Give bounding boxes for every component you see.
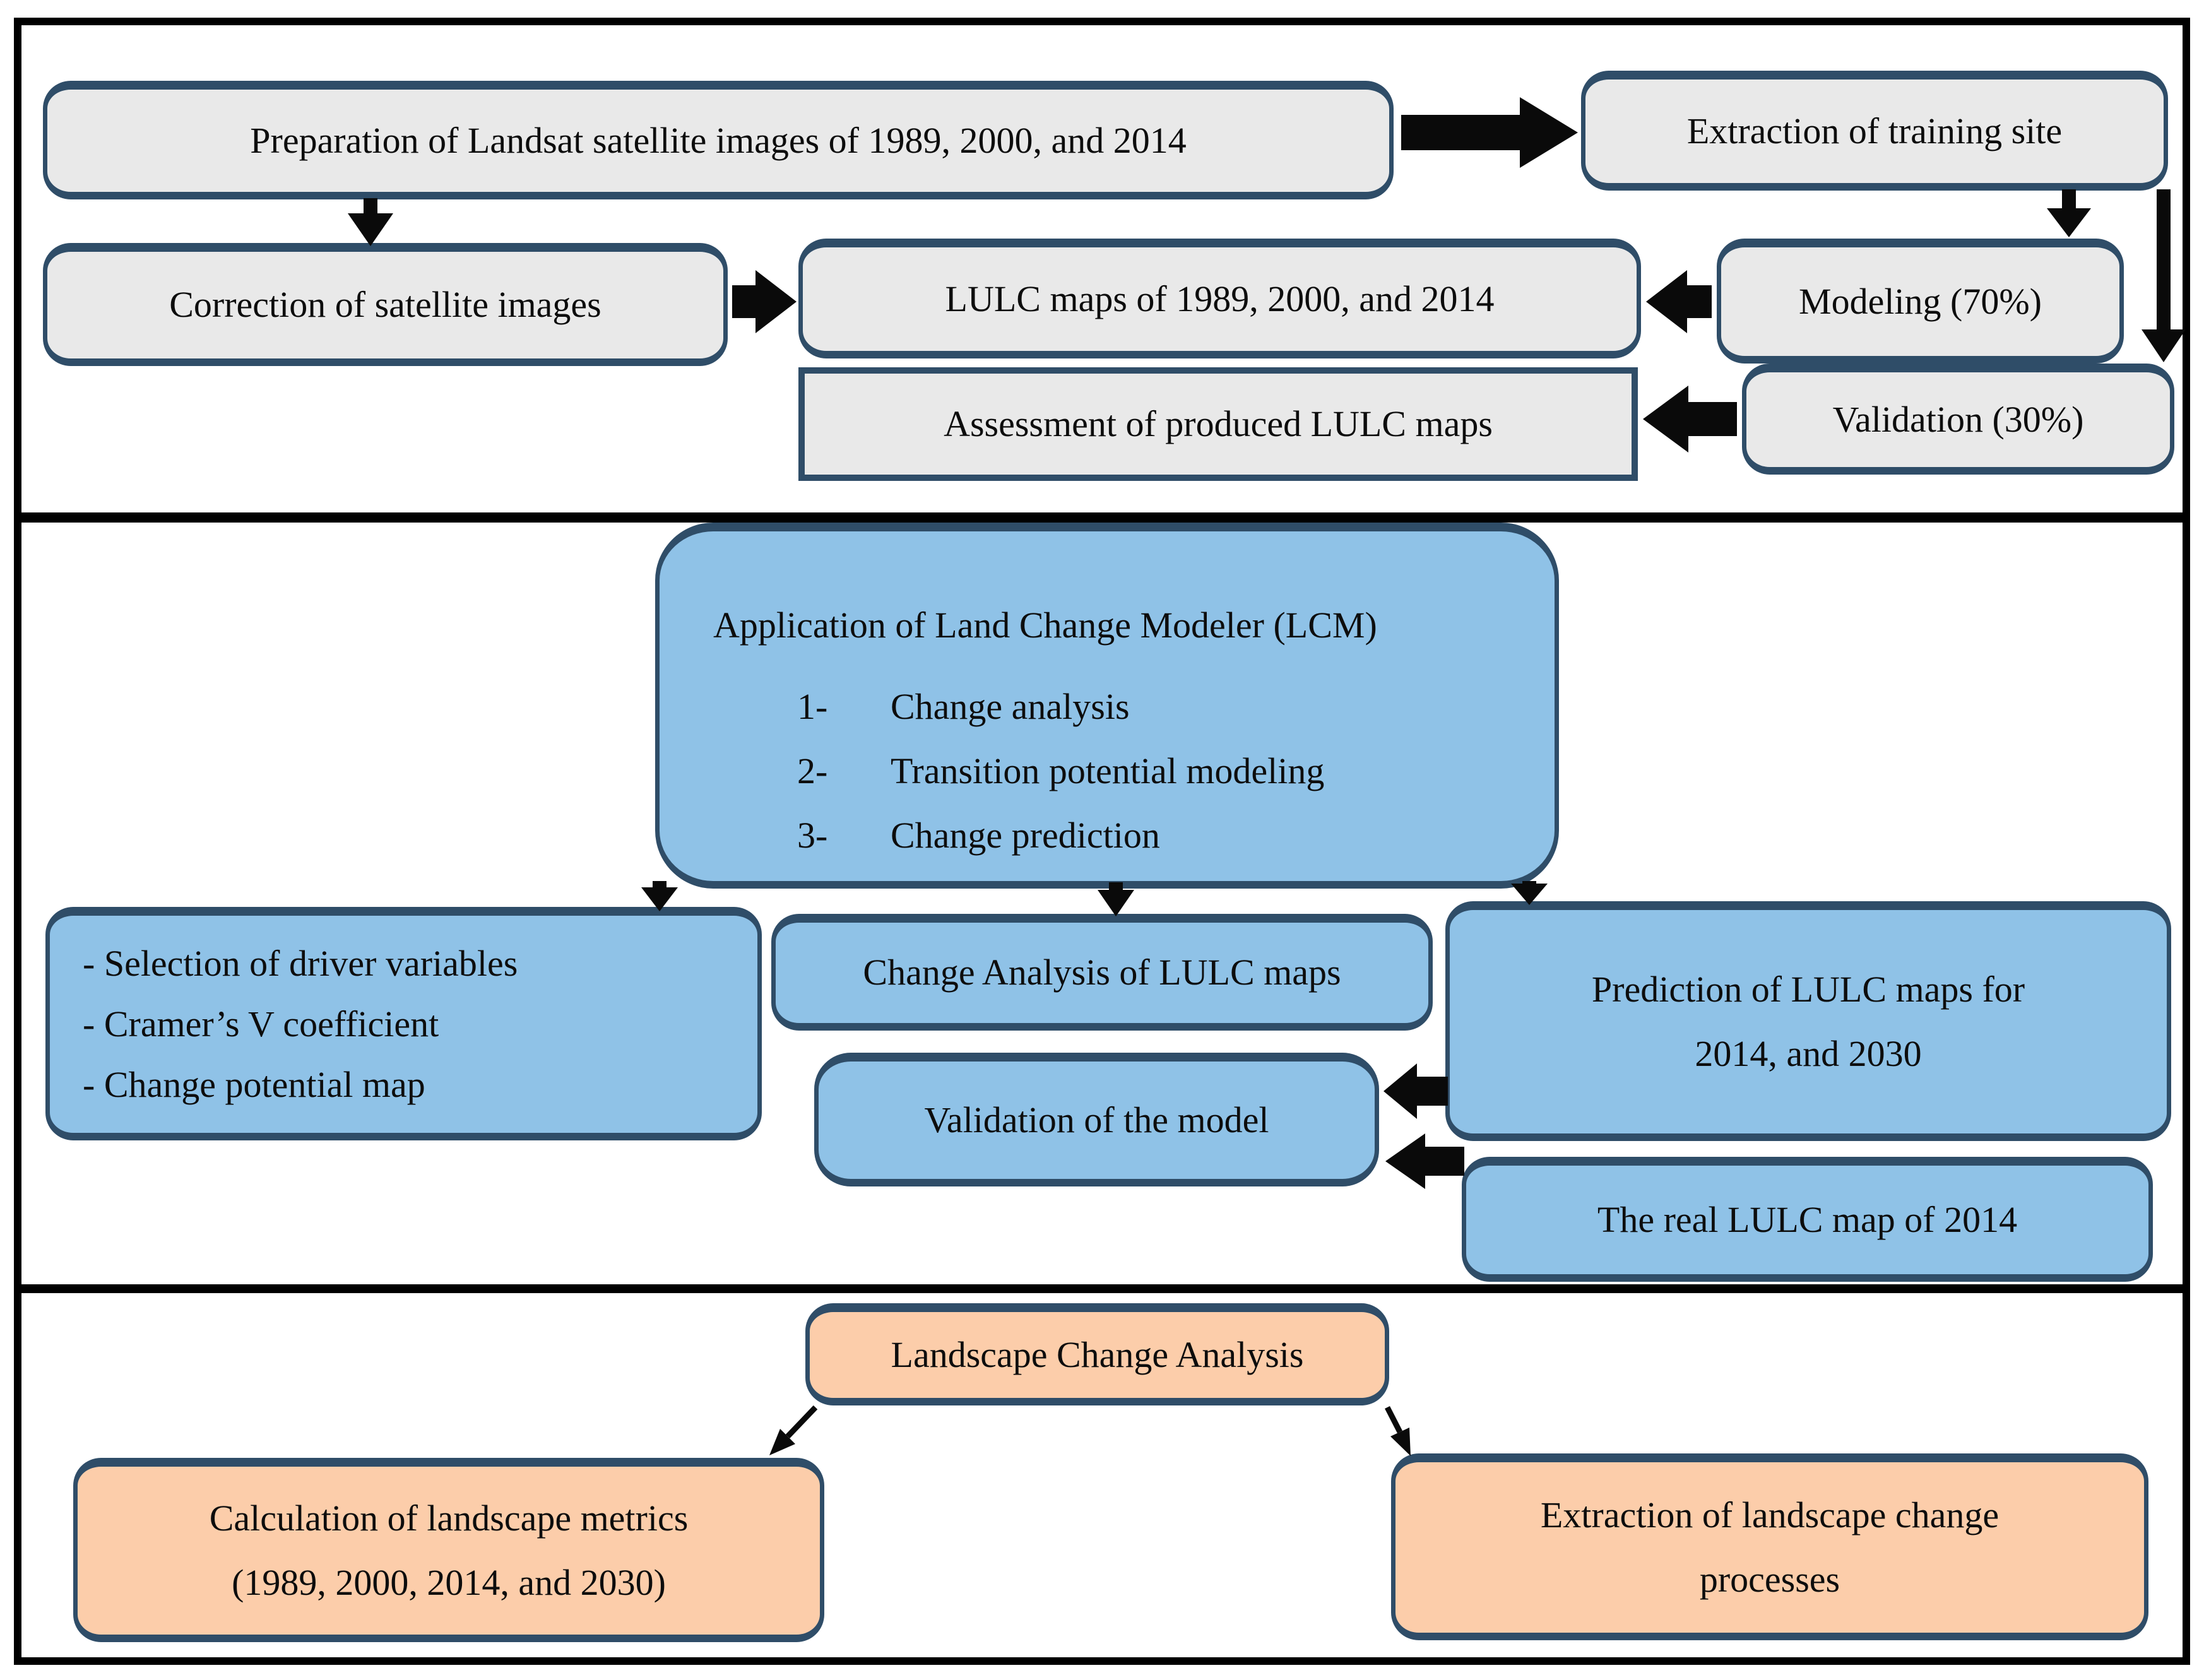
box-prediction-line-2: 2014, and 2030 — [1695, 1033, 1922, 1074]
box-calculation-landscape-metrics: Calculation of landscape metrics (1989, … — [73, 1458, 824, 1642]
driver-line-2: - Cramer’s V coefficient — [83, 1003, 439, 1044]
box-lulc-maps-label: LULC maps of 1989, 2000, and 2014 — [945, 278, 1495, 319]
box-correction-label: Correction of satellite images — [169, 284, 601, 326]
box-change-analysis-label: Change Analysis of LULC maps — [863, 952, 1341, 993]
box-assessment-label: Assessment of produced LULC maps — [944, 403, 1493, 444]
driver-line-1: - Selection of driver variables — [83, 943, 518, 984]
box-modeling-label: Modeling (70%) — [1799, 280, 2042, 322]
box-extraction-processes-lines: Extraction of landscape change processes — [1541, 1483, 1999, 1612]
box-extraction-processes-line-2: processes — [1699, 1559, 1840, 1600]
lcm-step-list: 1- Change analysis 2- Transition potenti… — [797, 675, 1324, 868]
box-landscape-change-analysis: Landscape Change Analysis — [805, 1303, 1389, 1405]
lcm-step-2: 2- Transition potential modeling — [797, 739, 1324, 803]
lcm-title: Application of Land Change Modeler (LCM) — [713, 605, 1377, 646]
box-extraction-processes-line-1: Extraction of landscape change — [1540, 1494, 2000, 1535]
box-driver-variables: - Selection of driver variables - Cramer… — [45, 907, 762, 1140]
box-validation-model-label: Validation of the model — [924, 1099, 1269, 1140]
box-change-analysis: Change Analysis of LULC maps — [771, 914, 1433, 1031]
section-divider-top — [14, 512, 2190, 523]
box-real-lulc-map: The real LULC map of 2014 — [1462, 1157, 2153, 1282]
box-extraction-training-label: Extraction of training site — [1686, 110, 2063, 151]
lcm-step-2-label: Transition potential modeling — [891, 750, 1325, 791]
box-prediction-lines: Prediction of LULC maps for 2014, and 20… — [1592, 957, 2025, 1086]
box-validation-30-label: Validation (30%) — [1832, 398, 2084, 440]
section-divider-bottom — [14, 1284, 2190, 1293]
lcm-step-1-number: 1- — [797, 685, 828, 727]
lcm-step-2-number: 2- — [797, 750, 828, 791]
box-extraction-training-site: Extraction of training site — [1581, 71, 2168, 191]
box-correction-satellite-images: Correction of satellite images — [43, 243, 728, 366]
box-validation-30: Validation (30%) — [1742, 364, 2174, 475]
lcm-step-3-label: Change prediction — [891, 814, 1160, 856]
box-preparation-landsat-images: Preparation of Landsat satellite images … — [43, 81, 1394, 199]
box-calculation-lines: Calculation of landscape metrics (1989, … — [210, 1486, 689, 1615]
driver-line-3: - Change potential map — [83, 1064, 425, 1105]
box-extraction-landscape-processes: Extraction of landscape change processes — [1391, 1453, 2148, 1640]
box-prediction-line-1: Prediction of LULC maps for — [1591, 969, 2025, 1010]
box-lulc-maps: LULC maps of 1989, 2000, and 2014 — [798, 239, 1641, 358]
box-assessment-lulc-maps: Assessment of produced LULC maps — [798, 367, 1638, 481]
box-landscape-label: Landscape Change Analysis — [891, 1334, 1304, 1375]
box-calculation-line-2: (1989, 2000, 2014, and 2030) — [232, 1562, 666, 1603]
box-validation-model: Validation of the model — [814, 1053, 1379, 1186]
box-calculation-line-1: Calculation of landscape metrics — [209, 1498, 689, 1539]
box-real-lulc-label: The real LULC map of 2014 — [1597, 1198, 2018, 1240]
figure-frame — [14, 18, 2190, 1665]
box-modeling-70: Modeling (70%) — [1717, 239, 2124, 364]
lcm-step-1: 1- Change analysis — [797, 675, 1324, 739]
box-prediction-lulc: Prediction of LULC maps for 2014, and 20… — [1445, 901, 2171, 1141]
box-land-change-modeler: Application of Land Change Modeler (LCM)… — [655, 523, 1559, 889]
lcm-step-3-number: 3- — [797, 814, 828, 856]
box-preparation-label: Preparation of Landsat satellite images … — [250, 119, 1187, 161]
lcm-step-3: 3- Change prediction — [797, 803, 1324, 868]
lcm-step-1-label: Change analysis — [891, 685, 1130, 727]
